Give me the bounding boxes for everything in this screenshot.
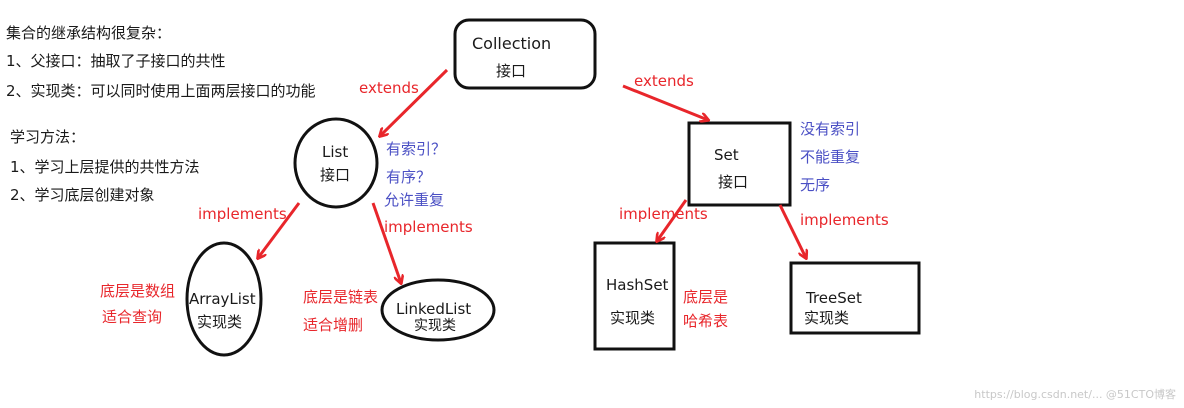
- label-extends-left: extends: [359, 79, 419, 97]
- collection-name: Collection: [472, 34, 551, 53]
- notes-line2: 2、实现类：可以同时使用上面两层接口的功能: [6, 82, 316, 100]
- hashset-node: [593, 241, 676, 351]
- label-extends-right: extends: [634, 72, 694, 90]
- set-annotation-2: 不能重复: [800, 148, 860, 166]
- linkedlist-node: [380, 278, 496, 342]
- treeset-node: [789, 261, 921, 335]
- list-annotation-3: 允许重复: [384, 191, 444, 209]
- notes-title: 集合的继承结构很复杂：: [6, 24, 171, 42]
- collection-kind: 接口: [496, 62, 526, 80]
- set-node: [687, 121, 792, 207]
- list-annotation-2: 有序？: [386, 168, 431, 186]
- arraylist-node: [185, 241, 263, 357]
- hashset-annotation-1: 底层是: [683, 288, 728, 306]
- treeset-kind: 实现类: [804, 309, 849, 327]
- edge-collection-set: [622, 84, 708, 120]
- notes-line1: 1、父接口：抽取了子接口的共性: [6, 52, 226, 70]
- hashset-annotation-2: 哈希表: [683, 312, 728, 330]
- hashset-kind: 实现类: [610, 309, 655, 327]
- set-kind: 接口: [718, 173, 748, 191]
- set-annotation-1: 没有索引: [800, 120, 860, 138]
- label-impl-hashset: implements: [619, 205, 708, 223]
- set-annotation-3: 无序: [800, 176, 830, 194]
- label-impl-treeset: implements: [800, 211, 889, 229]
- linkedlist-annotation-1: 底层是链表: [303, 288, 378, 306]
- collection-node: [453, 18, 597, 90]
- edge-set-hashset: [657, 199, 688, 241]
- arraylist-kind: 实现类: [197, 313, 242, 331]
- linkedlist-name: LinkedList: [396, 300, 471, 318]
- linkedlist-annotation-2: 适合增删: [303, 316, 363, 334]
- method-line2: 2、学习底层创建对象: [10, 186, 155, 204]
- hashset-name: HashSet: [606, 276, 669, 294]
- method-line1: 1、学习上层提供的共性方法: [10, 158, 200, 176]
- edge-set-treeset: [778, 204, 806, 258]
- method-title: 学习方法：: [10, 128, 85, 146]
- edge-list-linkedlist: [371, 202, 401, 283]
- label-impl-linkedlist: implements: [384, 218, 473, 236]
- linkedlist-kind: 实现类: [414, 318, 456, 334]
- edge-list-arraylist: [258, 202, 301, 258]
- arraylist-name: ArrayList: [189, 290, 256, 308]
- arraylist-annotation-2: 适合查询: [102, 308, 162, 326]
- edge-collection-list: [380, 68, 449, 136]
- arraylist-annotation-1: 底层是数组: [100, 282, 175, 300]
- label-impl-arraylist: implements: [198, 205, 287, 223]
- list-name: List: [322, 143, 348, 161]
- watermark: https://blog.csdn.net/... @51CTO博客: [974, 387, 1176, 401]
- treeset-name: TreeSet: [805, 289, 862, 307]
- list-node: [293, 117, 379, 209]
- list-kind: 接口: [320, 166, 350, 184]
- list-annotation-1: 有索引？: [386, 140, 446, 158]
- set-name: Set: [714, 146, 739, 164]
